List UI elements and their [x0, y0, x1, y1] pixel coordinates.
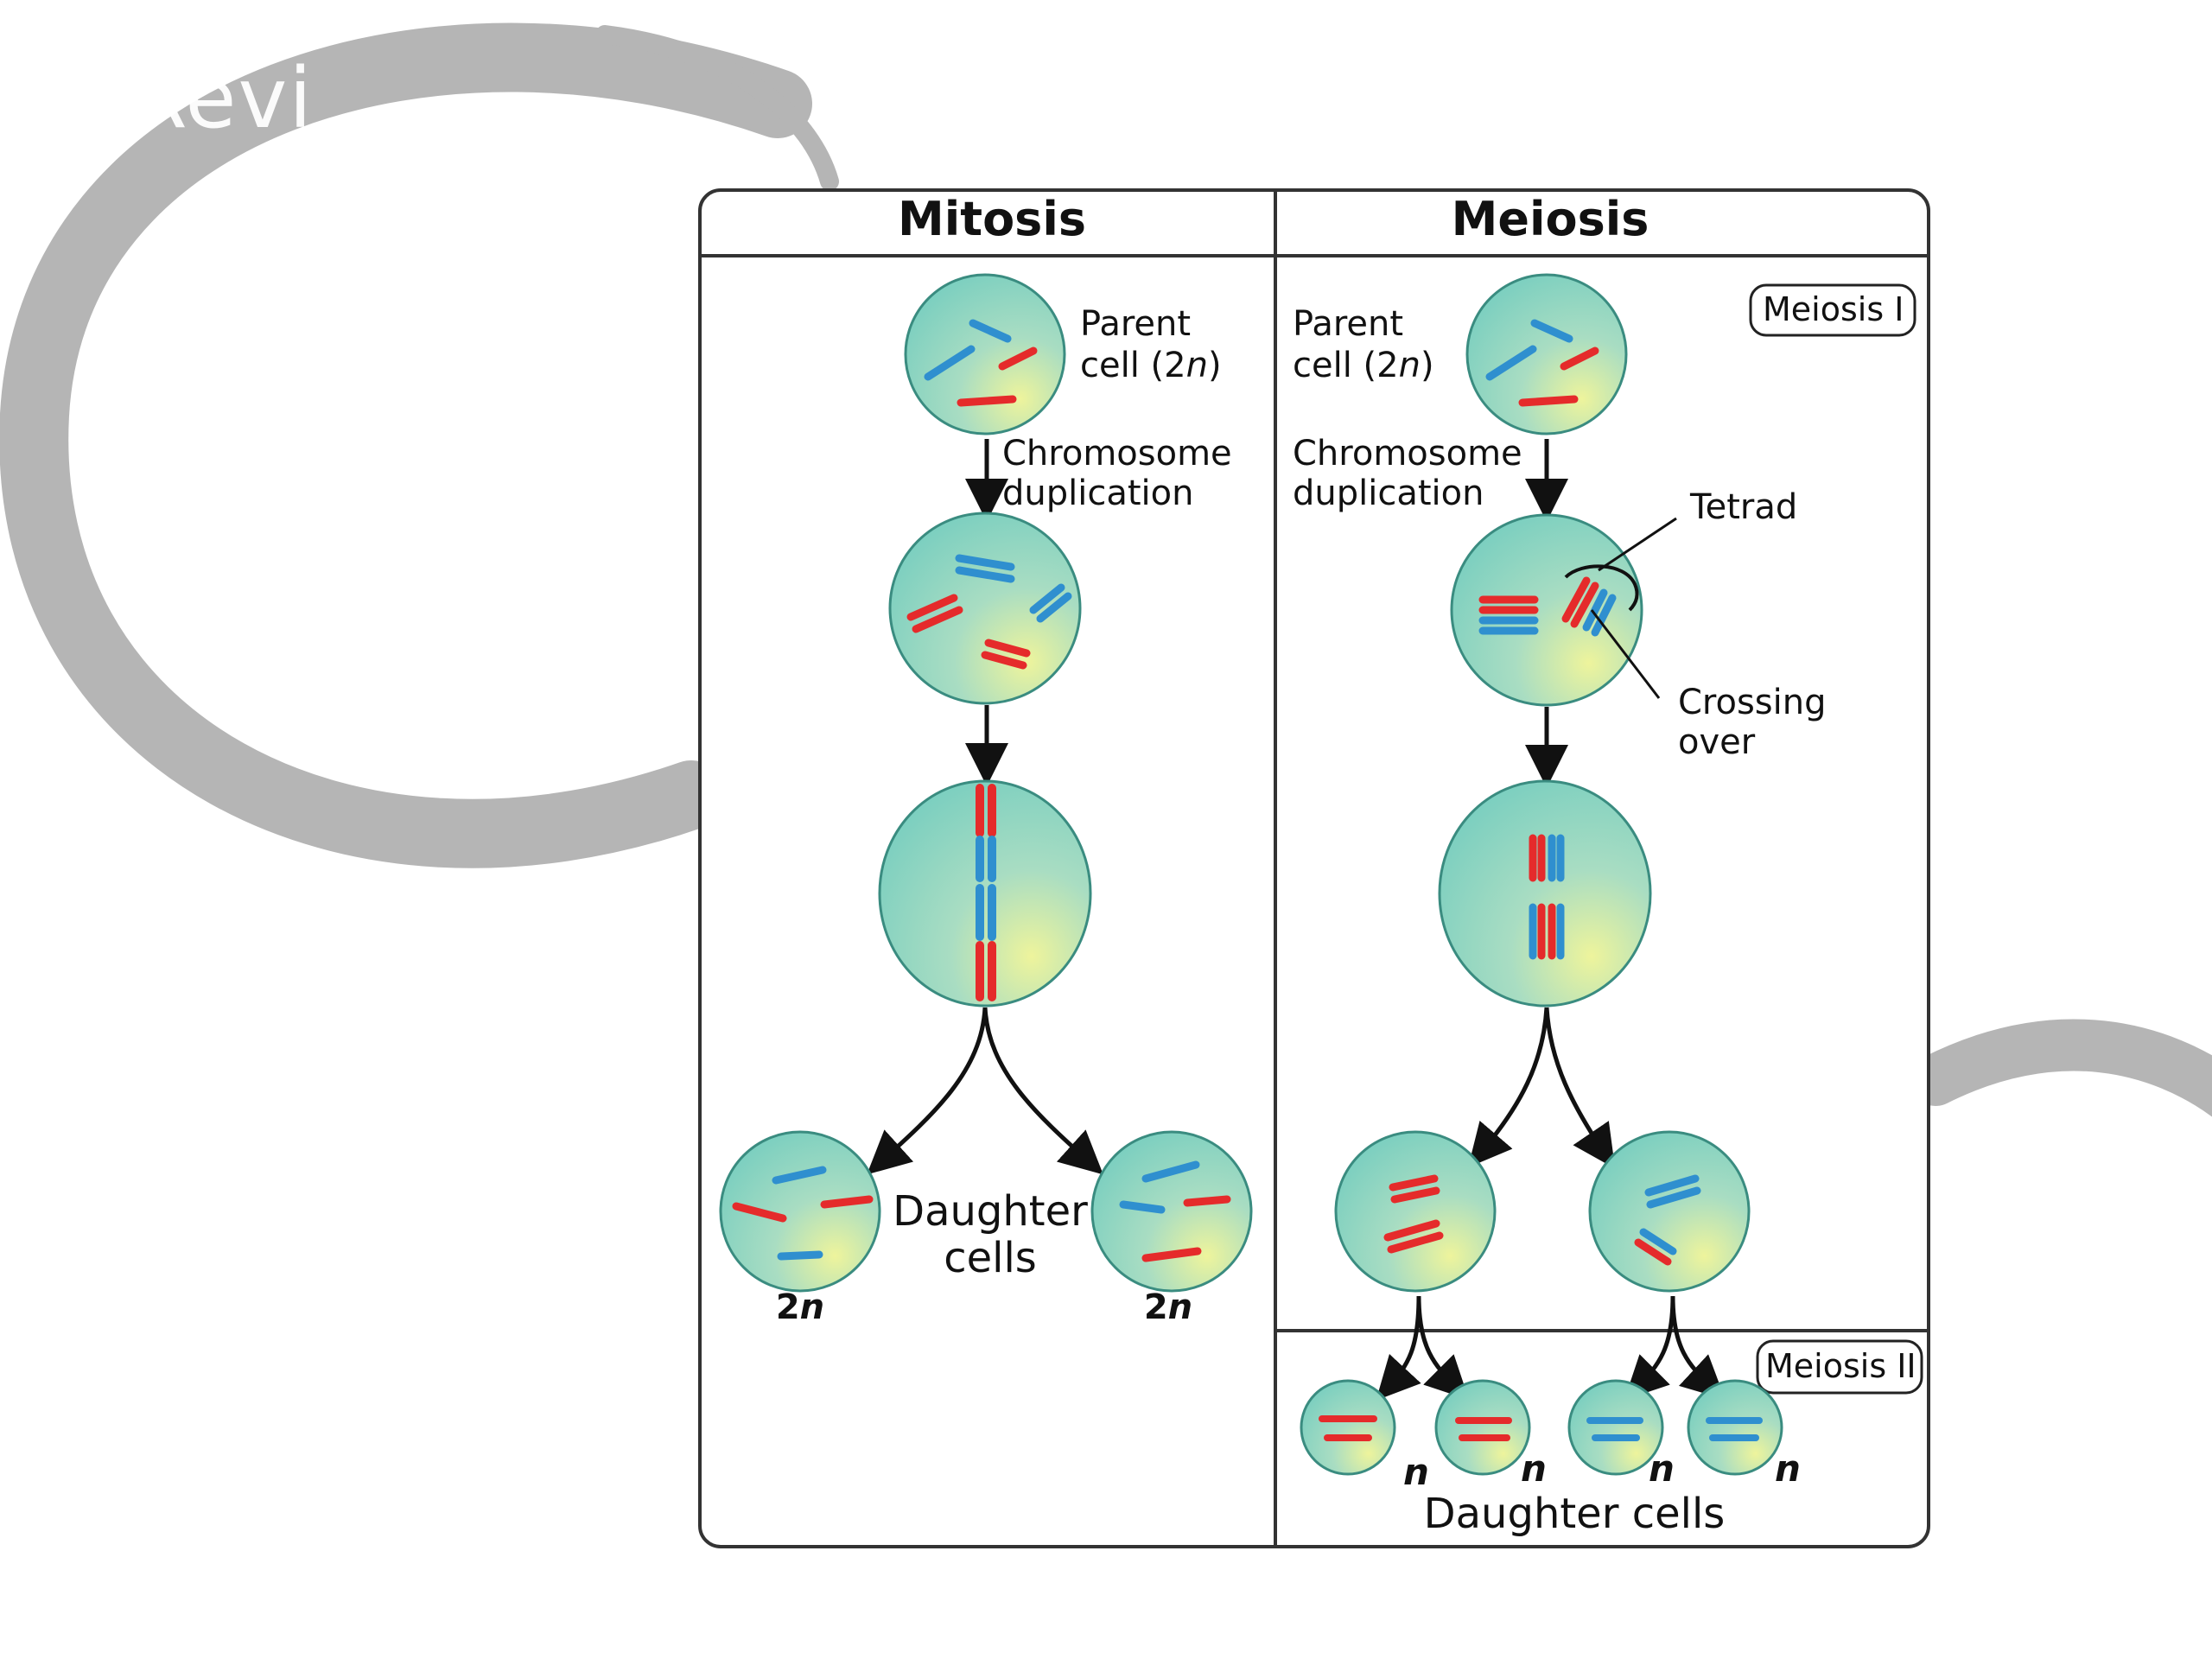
mitosis-parent-cell — [904, 273, 1066, 435]
mitosis-duplicated-cell — [888, 512, 1082, 705]
tetrad-pointer — [1598, 517, 1677, 572]
mitosis-daughter-label-line2: cells — [944, 1234, 1037, 1282]
mitosis-duplication-line2: duplication — [1002, 474, 1193, 513]
meiosis-split-arrow-right — [1544, 1007, 1616, 1169]
meiosis-i-tag-box — [1749, 283, 1916, 337]
mitosis-split-arrow-right — [982, 1007, 1103, 1175]
mitosis-daughter-label-line1: Daughter — [893, 1187, 1088, 1236]
meiosis-ii-arrow-4 — [1670, 1295, 1726, 1400]
swoosh-right — [1910, 1019, 2212, 1117]
meiosis-ii-ploidy-1: n — [1403, 1451, 1429, 1493]
meiosis-ii-daughter-cell-1 — [1300, 1379, 1396, 1476]
meiosis-ii-daughter-cell-2 — [1434, 1379, 1531, 1476]
meiosis-ii-daughter-cell-3 — [1567, 1379, 1664, 1476]
meiosis-ii-ploidy-2: n — [1521, 1447, 1547, 1490]
tetrad-label: Tetrad — [1689, 487, 1797, 527]
meiosis-split-arrow-left — [1467, 1007, 1549, 1168]
crossing-over-label-line1: Crossing — [1678, 683, 1827, 722]
meiosis-header: Meiosis — [1452, 192, 1649, 246]
meiosis-ii-ploidy-4: n — [1775, 1447, 1801, 1490]
tetrad-bracket — [1564, 564, 1639, 612]
crossing-over-label-line2: over — [1678, 722, 1756, 762]
mitosis-header: Mitosis — [898, 192, 1086, 246]
meiosis-daughter-cells-label: Daughter cells — [1424, 1490, 1726, 1538]
meiosis-i-tag: Meiosis I — [1763, 290, 1904, 328]
mitosis-ploidy-right: 2n — [1144, 1287, 1192, 1327]
meiosis-parent-label-line1: Parent — [1293, 304, 1403, 344]
meiosis-tetrad-cell — [1450, 513, 1643, 707]
mitosis-duplication-line1: Chromosome — [1002, 434, 1232, 474]
mitosis-daughter-cell-right — [1090, 1130, 1253, 1293]
mitosis-ploidy-left: 2n — [776, 1287, 824, 1327]
crossing-over-pointer — [1590, 609, 1661, 699]
swoosh-top-left — [0, 22, 839, 868]
slide-title: Revi — [130, 50, 314, 147]
mitosis-metaphase-cell — [878, 779, 1092, 1007]
mitosis-parent-label-line2: cell (2n) — [1080, 346, 1222, 385]
meiosis-ii-arrow-2 — [1416, 1295, 1470, 1401]
meiosis-ii-ploidy-3: n — [1649, 1447, 1675, 1490]
meiosis-ii-daughter-cell-4 — [1687, 1379, 1783, 1476]
mitosis-meiosis-diagram: Mitosis Meiosis Meiosis I Meiosis II Par… — [698, 188, 1930, 1548]
meiosis-metaphase-cell — [1438, 779, 1652, 1007]
meiosis-parent-cell — [1465, 273, 1628, 435]
meiosis-parent-label-line2: cell (2n) — [1293, 346, 1434, 385]
meiosis-ii-tag: Meiosis II — [1765, 1347, 1916, 1385]
meiosis-i-daughter-cell-left — [1334, 1130, 1497, 1293]
mitosis-daughter-cell-left — [719, 1130, 881, 1293]
meiosis-i-daughter-cell-right — [1588, 1130, 1751, 1293]
meiosis-duplication-line1: Chromosome — [1293, 434, 1522, 474]
mitosis-parent-label-line1: Parent — [1080, 304, 1191, 344]
mitosis-split-arrow-left — [867, 1007, 988, 1175]
meiosis-duplication-line2: duplication — [1293, 474, 1484, 513]
meiosis-ii-tag-box — [1756, 1339, 1923, 1395]
